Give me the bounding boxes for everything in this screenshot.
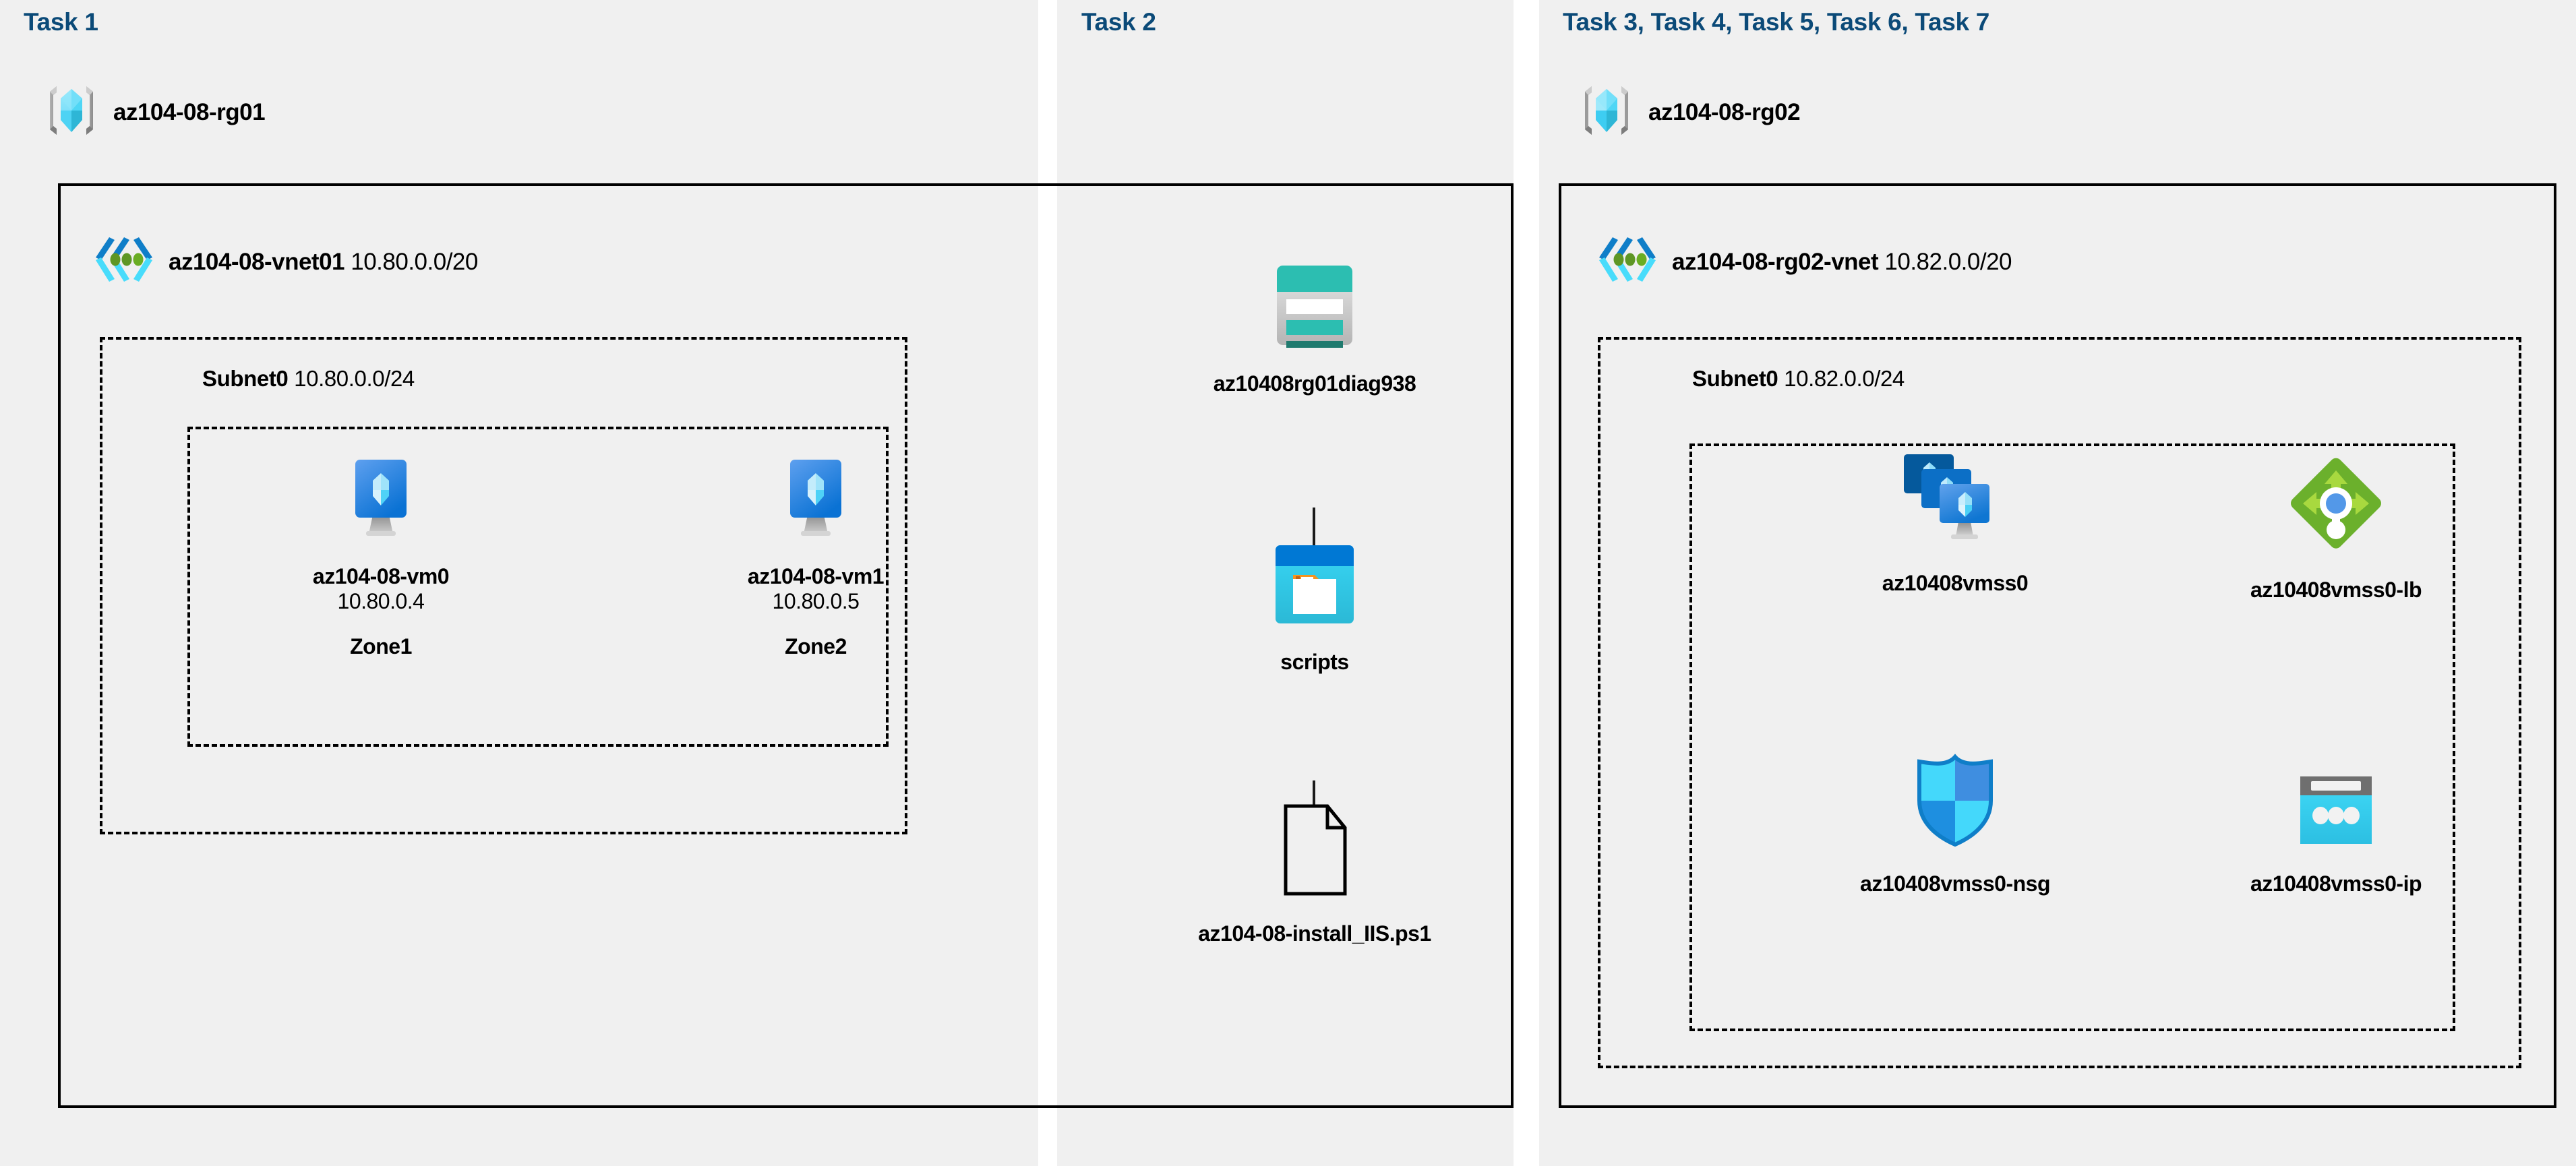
panel-title-task-3-7: Task 3, Task 4, Task 5, Task 6, Task 7 <box>1563 8 1990 36</box>
panel-task-1 <box>0 0 1038 1166</box>
virtual-network-icon <box>1598 235 1657 289</box>
resource-group-icon <box>1581 81 1632 144</box>
vnet-name: az104-08-vnet01 <box>169 248 345 275</box>
vnet-header-rg02-vnet: az104-08-rg02-vnet 10.82.0.0/20 <box>1598 235 2012 289</box>
vnet-label: az104-08-rg02-vnet 10.82.0.0/20 <box>1672 249 2012 276</box>
virtual-machine-icon <box>781 458 851 544</box>
subnet-label-left: Subnet0 10.80.0.0/24 <box>202 366 415 392</box>
vmss-resources-boundary <box>1689 443 2455 1031</box>
vnet-header-vnet01: az104-08-vnet01 10.80.0.0/20 <box>94 235 478 289</box>
subnet-boundary-subnet0-right <box>1598 337 2521 1068</box>
subnet-name: Subnet0 <box>202 366 289 391</box>
panel-title-task-1: Task 1 <box>24 8 98 36</box>
resource-group-name: az104-08-rg02 <box>1648 98 1801 125</box>
subnet-boundary-subnet0-left <box>100 337 907 834</box>
node-label: scripts <box>1280 650 1349 674</box>
script-file-icon <box>1278 802 1352 901</box>
load-balancer-icon <box>2285 453 2387 557</box>
resource-group-name: az104-08-rg01 <box>113 98 266 125</box>
node-vm-scale-set[interactable]: az10408vmss0 <box>1800 453 2110 596</box>
node-load-balancer[interactable]: az10408vmss0-lb <box>2178 453 2494 603</box>
node-blob-container[interactable]: scripts <box>1210 543 1419 675</box>
vm-scale-set-icon <box>1901 453 2009 551</box>
node-ip-address: 10.80.0.5 <box>772 589 860 613</box>
node-storage-account[interactable]: az10408rg01diag938 <box>1146 263 1483 396</box>
availability-zones-boundary <box>187 427 889 747</box>
blob-container-icon <box>1273 543 1356 630</box>
vnet-boundary-vnet01 <box>58 183 1514 1108</box>
resource-group-header-rg02: az104-08-rg02 <box>1581 81 1801 144</box>
availability-zone-label: Zone2 <box>785 634 847 658</box>
node-virtual-machine-vm0[interactable]: az104-08-vm0 10.80.0.4 Zone1 <box>270 458 492 659</box>
network-security-group-icon <box>1914 754 1996 851</box>
panel-task-3-7 <box>1539 0 2576 1166</box>
subnet-cidr: 10.82.0.0/24 <box>1784 366 1905 391</box>
node-label: az10408vmss0-lb <box>2250 578 2422 602</box>
node-ip-address: 10.80.0.4 <box>337 589 425 613</box>
storage-account-icon <box>1273 263 1356 356</box>
vnet-cidr: 10.80.0.0/20 <box>351 248 478 275</box>
node-label: az10408vmss0 <box>1882 571 2029 595</box>
subnet-name: Subnet0 <box>1692 366 1778 391</box>
resource-group-icon <box>46 81 97 144</box>
node-network-security-group[interactable]: az10408vmss0-nsg <box>1780 754 2130 896</box>
node-script-file[interactable]: az104-08-install_IIS.ps1 <box>1122 802 1507 946</box>
node-label: az104-08-install_IIS.ps1 <box>1198 921 1431 946</box>
vnet-cidr: 10.82.0.0/20 <box>1884 248 2012 275</box>
node-label: az104-08-vm1 <box>747 564 885 588</box>
availability-zone-label: Zone1 <box>350 634 412 658</box>
node-virtual-machine-vm1[interactable]: az104-08-vm1 10.80.0.5 Zone2 <box>705 458 927 659</box>
vnet-name: az104-08-rg02-vnet <box>1672 248 1879 275</box>
vnet-label: az104-08-vnet01 10.80.0.0/20 <box>169 249 478 276</box>
virtual-network-icon <box>94 235 154 289</box>
virtual-machine-icon <box>346 458 416 544</box>
connector-storage-to-container <box>1313 508 1315 565</box>
vnet-boundary-rg02-vnet <box>1559 183 2556 1108</box>
subnet-cidr: 10.80.0.0/24 <box>294 366 415 391</box>
node-label: az10408rg01diag938 <box>1213 371 1416 396</box>
resource-group-header-rg01: az104-08-rg01 <box>46 81 266 144</box>
node-label: az10408vmss0-ip <box>2250 871 2422 896</box>
node-label: az10408vmss0-nsg <box>1860 871 2050 896</box>
node-public-ip-address[interactable]: az10408vmss0-ip <box>2178 774 2494 896</box>
node-label: az104-08-vm0 <box>312 564 450 588</box>
panel-title-task-2: Task 2 <box>1081 8 1156 36</box>
public-ip-address-icon <box>2296 774 2376 851</box>
subnet-label-right: Subnet0 10.82.0.0/24 <box>1692 366 1905 392</box>
